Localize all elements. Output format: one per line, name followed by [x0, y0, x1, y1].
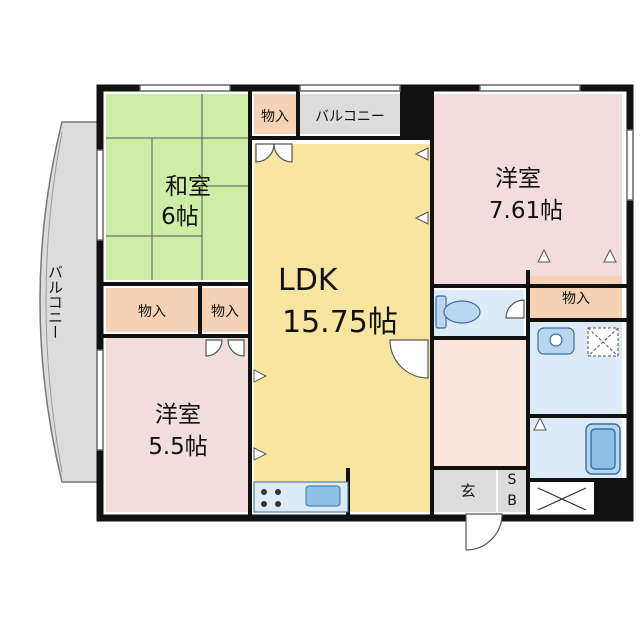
meter-box-mark: [537, 487, 587, 511]
yoshitsu-west-size: 5.5帖: [148, 434, 208, 460]
closet-mid-left-label: 物入: [138, 304, 166, 320]
ldk-size: 15.75帖: [282, 305, 398, 340]
entrance-room: [434, 470, 496, 512]
yoshitsu-east-size: 7.61帖: [489, 198, 563, 224]
ldk-room: [254, 144, 430, 512]
balcony-side-label: バルコニー: [46, 265, 64, 340]
washitsu-name: 和室: [165, 174, 211, 200]
washitsu-size: 6帖: [161, 204, 199, 230]
side-balcony-rail: [45, 131, 63, 473]
shoe-box-b-label: B: [507, 493, 517, 509]
shoe-box: [498, 470, 526, 512]
yoshitsu-east-room: [434, 94, 622, 284]
tatami-lines: [106, 94, 248, 280]
column-block-2: [594, 480, 630, 518]
column-block: [400, 88, 430, 138]
toilet-icon: [435, 295, 481, 329]
closet-top: [254, 94, 296, 134]
yoshitsu-west-room: [106, 338, 248, 512]
closet-east-label: 物入: [562, 291, 590, 307]
kitchen-counter: [253, 481, 349, 513]
ldk-name: LDK: [278, 263, 339, 298]
washitsu-room: [106, 94, 248, 280]
closet-mid-left: [106, 288, 198, 332]
windows: [96, 84, 634, 451]
closet-top-label: 物入: [261, 109, 289, 125]
basin-icon: [537, 327, 575, 355]
balcony-top: [300, 94, 400, 134]
side-balcony: [39, 121, 99, 483]
hall: [434, 340, 526, 466]
closet-mid-right: [202, 288, 248, 332]
shoe-box-s-label: S: [508, 472, 517, 488]
doors: [205, 143, 525, 551]
yoshitsu-west-name: 洋室: [155, 402, 201, 428]
laundry-space-icon: [587, 327, 619, 357]
entrance-label: 玄: [460, 482, 475, 500]
balcony-top-label: バルコニー: [315, 109, 385, 125]
bathtub-icon: [585, 423, 621, 475]
closet-east: [530, 276, 622, 318]
sliding-door-marks: [253, 147, 617, 461]
yoshitsu-east-name: 洋室: [495, 166, 541, 192]
closet-mid-right-label: 物入: [211, 304, 239, 320]
